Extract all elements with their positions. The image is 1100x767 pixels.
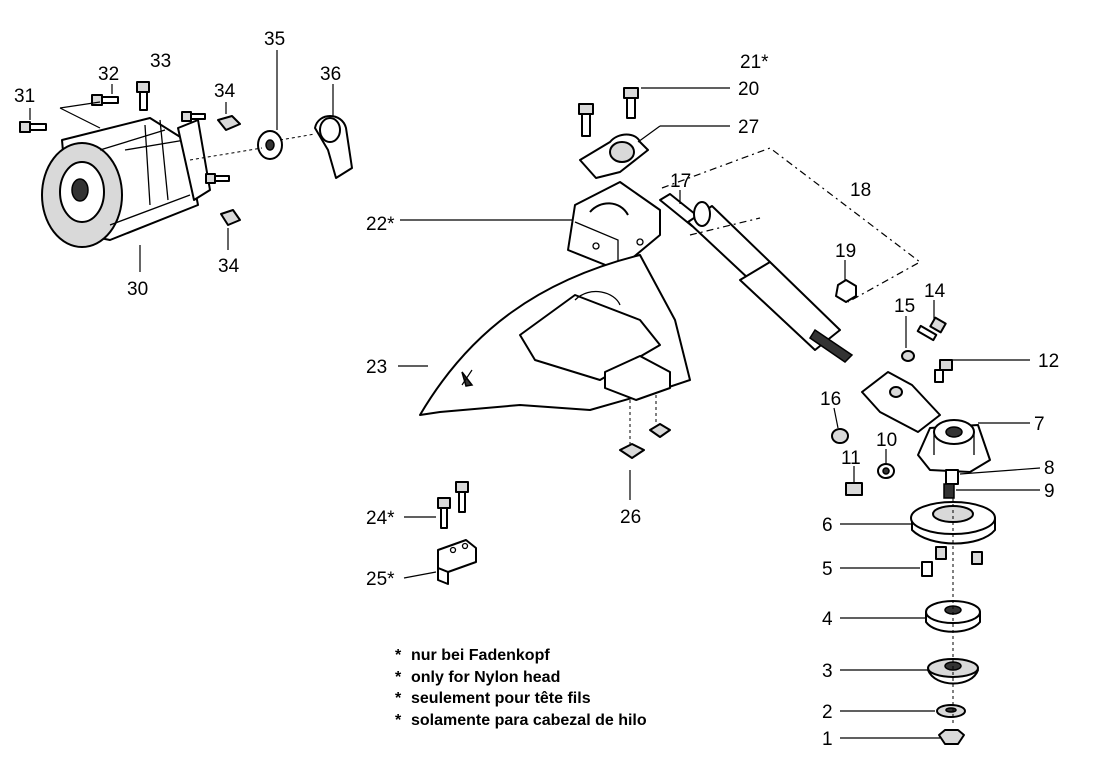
- callout-31: 31: [14, 86, 35, 107]
- callout-26: 26: [620, 507, 641, 528]
- footnote-line-en: * only for Nylon head: [395, 667, 647, 689]
- callout-32: 32: [98, 64, 119, 85]
- shaft-part-9: [943, 483, 955, 499]
- leader-lines: [29, 50, 1041, 739]
- footnote-asterisk: *: [395, 668, 402, 686]
- callout-17: 17: [670, 171, 691, 192]
- callout-2: 2: [822, 702, 833, 723]
- screw-part-11: [845, 482, 863, 496]
- callout-34-bottom: 34: [218, 256, 240, 277]
- screw-part-32: [91, 94, 119, 106]
- callout-4: 4: [822, 609, 833, 630]
- drive-tube-part-18: [687, 201, 854, 363]
- nut-part-26: [619, 423, 671, 459]
- nut-part-1: [938, 729, 965, 745]
- callout-15: 15: [894, 296, 915, 317]
- motor-housing-part-30: [41, 117, 211, 248]
- callout-10: 10: [876, 430, 897, 451]
- footnote-line-fr: * seulement pour tête fils: [395, 688, 647, 710]
- screw-part-33: [136, 81, 150, 111]
- clamp-block-part-22: [567, 181, 661, 271]
- clamp-part-36: [314, 115, 353, 179]
- clamp-arm-gear-head: [861, 371, 941, 433]
- callout-24: 24*: [366, 508, 395, 529]
- callout-7: 7: [1034, 414, 1045, 435]
- callout-19: 19: [835, 241, 856, 262]
- callout-1: 1: [822, 729, 833, 750]
- callout-20: 20: [738, 79, 759, 100]
- screw-part-20: [623, 87, 639, 119]
- callout-35: 35: [264, 29, 285, 50]
- callout-9: 9: [1044, 481, 1055, 502]
- circlip-part-19: [835, 279, 857, 303]
- callout-33: 33: [150, 51, 171, 72]
- nylon-head-footnote: *nur bei Fadenkopf *only for Nylon head …: [395, 645, 647, 731]
- callout-5: 5: [822, 559, 833, 580]
- screw-side-motor: [181, 111, 230, 184]
- footnote-text-en: only for Nylon head: [411, 668, 561, 686]
- callout-3: 3: [822, 661, 833, 682]
- washer-part-15: [901, 350, 915, 362]
- callout-14: 14: [924, 281, 946, 302]
- callout-30: 30: [127, 279, 148, 300]
- footnote-text-fr: seulement pour tête fils: [411, 690, 591, 707]
- screw-part-24: [437, 481, 469, 529]
- spindle-part-8: [945, 469, 959, 485]
- callout-36: 36: [320, 64, 341, 85]
- washer-part-10: [877, 463, 895, 479]
- disc-part-4: [925, 600, 981, 633]
- callout-25: 25*: [366, 569, 395, 590]
- bracket-part-25: [437, 539, 477, 585]
- footnote-asterisk: *: [395, 690, 402, 707]
- nut-part-16: [831, 428, 849, 444]
- guard-part-23: [419, 254, 691, 416]
- screw-part-12: [934, 359, 953, 383]
- footnote-line-es: * solamente para cabezal de hilo: [395, 710, 647, 732]
- callout-8: 8: [1044, 458, 1055, 479]
- callout-27: 27: [738, 117, 759, 138]
- footnote-text-es: solamente para cabezal de hilo: [411, 711, 647, 729]
- footnote-asterisk: *: [395, 647, 402, 664]
- callout-22: 22*: [366, 214, 395, 235]
- washer-part-2: [936, 704, 966, 718]
- callout-18: 18: [850, 180, 871, 201]
- gear-housing-part-7: [917, 419, 991, 473]
- footnote-text-de: nur bei Fadenkopf: [411, 647, 550, 664]
- callout-34-top: 34: [214, 81, 236, 102]
- screw-part-14: [916, 316, 947, 342]
- screw-part-5: [921, 546, 983, 577]
- callout-16: 16: [820, 389, 841, 410]
- callout-23: 23: [366, 357, 387, 378]
- square-nut-part-34-bottom: [220, 209, 241, 226]
- ring-part-35: [257, 130, 283, 160]
- screw-part-31: [19, 121, 47, 133]
- callout-11: 11: [841, 448, 861, 469]
- footnote-line-de: * nur bei Fadenkopf: [395, 645, 647, 667]
- screw-left-clamp: [578, 103, 594, 137]
- square-nut-part-34-top: [217, 115, 241, 131]
- clamp-part-27: [579, 133, 649, 179]
- footnote-asterisk: *: [395, 711, 402, 729]
- callout-6: 6: [822, 515, 833, 536]
- callout-12: 12: [1038, 351, 1059, 372]
- callout-21: 21*: [740, 52, 769, 73]
